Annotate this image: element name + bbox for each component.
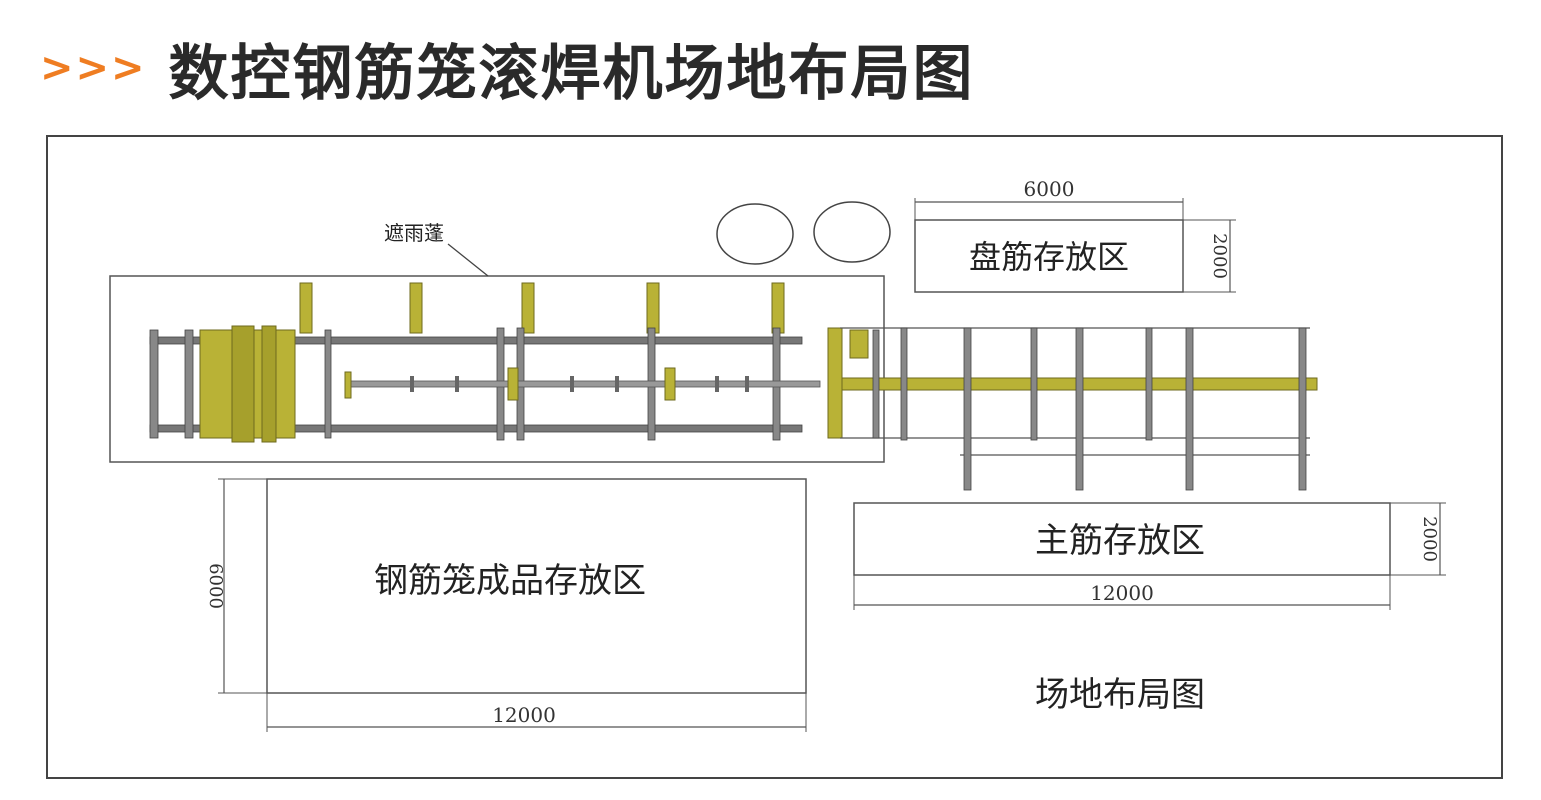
welding-machine	[149, 282, 869, 443]
coil-area-label: 盘筋存放区	[969, 238, 1129, 276]
coil-circle-left	[716, 203, 794, 265]
main-bar-feed-rack	[840, 327, 1318, 491]
page-header: >>> 数控钢筋笼滚焊机场地布局图	[40, 18, 975, 118]
cage-area-height-dim: 6000	[205, 563, 226, 609]
coil-area-height-dim: 2000	[1209, 233, 1230, 279]
chevron-arrows-icon: >>>	[40, 45, 147, 91]
main-bar-area-height-dim: 2000	[1419, 516, 1440, 562]
coil-area-width-dim: 6000	[1024, 177, 1075, 201]
cage-area-width-dim: 12000	[492, 703, 556, 727]
rain-cover: 遮雨蓬	[109, 221, 885, 463]
cage-area-label: 钢筋笼成品存放区	[374, 561, 646, 601]
cage-storage-area: 6000 12000 钢筋笼成品存放区	[205, 478, 807, 732]
main-bar-storage-area: 12000 2000 主筋存放区	[853, 502, 1446, 610]
coil-circle-right	[813, 201, 891, 263]
coil-storage-area: 6000 2000 盘筋存放区	[914, 177, 1236, 293]
page-title: 数控钢筋笼滚焊机场地布局图	[168, 38, 975, 109]
main-bar-area-label: 主筋存放区	[1035, 521, 1205, 561]
rain-cover-label: 遮雨蓬	[384, 221, 444, 245]
diagram-border	[46, 135, 1503, 779]
diagram-caption: 场地布局图	[1035, 675, 1205, 715]
main-bar-area-width-dim: 12000	[1090, 581, 1154, 605]
